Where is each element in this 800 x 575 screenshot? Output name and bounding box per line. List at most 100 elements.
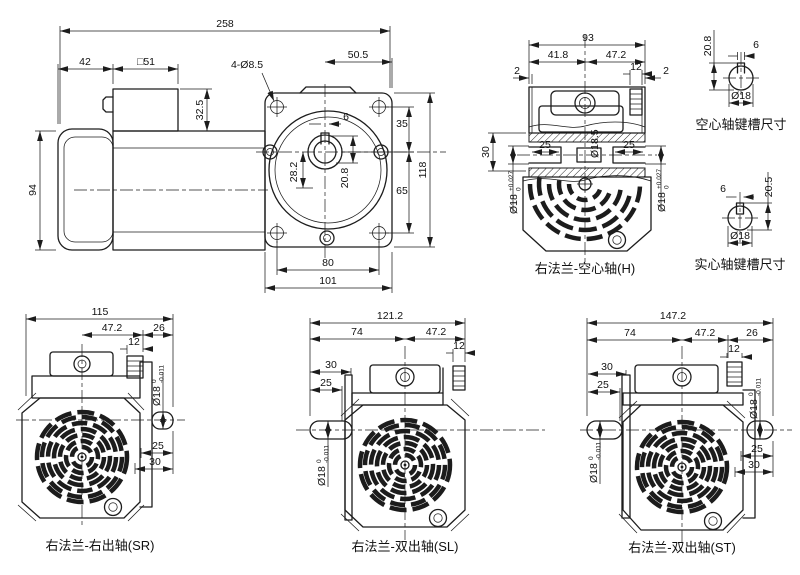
dim-sr-shaft-dia: Ø18 0 -0.011 — [151, 365, 166, 406]
fan-cover-outline — [522, 176, 652, 252]
caption-hview: 右法兰-空心轴(H) — [535, 261, 635, 276]
dim-half-right: 50.5 — [348, 49, 369, 61]
dim-sr-hub: 12 — [128, 336, 140, 348]
svg-text:-0.011: -0.011 — [159, 365, 166, 383]
dim-keyway-width: 6 — [343, 111, 349, 123]
dim-down: 65 — [396, 185, 408, 197]
dim-h-right: 47.2 — [606, 49, 627, 61]
dim-st-r25: 25 — [751, 443, 763, 455]
svg-text:+0.027: +0.027 — [656, 169, 663, 189]
hatch-section-top — [528, 132, 646, 143]
dim-sr-b: 26 — [153, 322, 165, 334]
dim-h-t-left: 2 — [514, 65, 520, 77]
dim-h-left: 41.8 — [548, 49, 569, 61]
svg-text:Ø18: Ø18 — [508, 194, 520, 214]
caption-keyway-solid: 实心轴键槽尺寸 — [694, 257, 785, 272]
dim-st-b: 47.2 — [695, 327, 716, 339]
svg-text:0: 0 — [748, 392, 755, 396]
svg-text:0: 0 — [664, 185, 671, 189]
dim-h-t-right: 2 — [663, 65, 669, 77]
dim-st-overall: 147.2 — [660, 310, 686, 322]
dim-bolt-span: 80 — [322, 257, 334, 269]
dim-sl-25: 25 — [320, 377, 332, 389]
corner-bolt-holes — [267, 97, 389, 243]
svg-text:-0.011: -0.011 — [596, 442, 603, 460]
dim-st-shaft-dia-right: Ø18 0 -0.011 — [748, 378, 763, 419]
dim-terminal-box: □51 — [137, 56, 155, 68]
dim-sl-30: 30 — [325, 359, 337, 371]
svg-text:-0.011: -0.011 — [324, 445, 331, 463]
dim-h-section-height: 30 — [480, 146, 492, 158]
dim-st-l30: 30 — [601, 361, 613, 373]
caption-st: 右法兰-双出轴(ST) — [628, 540, 736, 555]
dim-st-r30: 30 — [748, 459, 760, 471]
dim-sr-30: 30 — [149, 456, 161, 468]
dim-st-shaft-dia-left: Ø18 0 -0.011 — [588, 442, 603, 483]
dim-st-a: 74 — [624, 327, 636, 339]
dim-c1: 28.2 — [288, 162, 300, 183]
dim-st-l25: 25 — [597, 379, 609, 391]
dim-width: 101 — [319, 275, 337, 287]
dim-h-bore-center: Ø18.5 — [589, 129, 601, 158]
dim-sl-hub: 12 — [453, 340, 465, 352]
svg-text:0: 0 — [516, 187, 523, 191]
view-front-flange: 4-Ø8.5 50.5 6 28.2 20.8 35 65 118 80 101 — [231, 49, 446, 293]
dim-sl-overall: 121.2 — [377, 310, 403, 322]
dim-keyh-width: 6 — [753, 39, 759, 51]
dim-h-bore-dia-left: Ø18 +0.027 0 — [508, 171, 523, 214]
dim-keys-width: 6 — [720, 183, 726, 195]
dim-sl-shaft-dia: Ø18 0 -0.011 — [316, 445, 331, 486]
dim-h-overall: 93 — [582, 32, 594, 44]
hatch-section-bottom — [528, 167, 646, 178]
dim-sr-a: 47.2 — [102, 322, 123, 334]
dim-st-hub: 12 — [728, 343, 740, 355]
dim-sl-b: 47.2 — [426, 326, 447, 338]
dim-sl-a: 74 — [351, 326, 363, 338]
fan-grille-h — [527, 176, 643, 242]
svg-text:+0.027: +0.027 — [508, 171, 515, 191]
svg-text:-0.011: -0.011 — [756, 378, 763, 396]
svg-text:Ø18: Ø18 — [748, 399, 760, 419]
dim-corner-holes: 4-Ø8.5 — [231, 59, 263, 71]
svg-text:Ø18: Ø18 — [588, 463, 600, 483]
fan-cover-outline — [21, 397, 141, 519]
dim-st-c: 26 — [746, 327, 758, 339]
view-keyway-solid: 6 20.5 Ø18 实心轴键槽尺寸 — [694, 172, 786, 272]
svg-text:Ø18: Ø18 — [151, 386, 163, 406]
svg-text:0: 0 — [316, 459, 323, 463]
view-sr: 115 47.2 26 12 Ø18 0 -0.011 25 30 右法兰-右出… — [16, 306, 185, 553]
dim-keys-height: 20.5 — [763, 177, 775, 198]
svg-text:Ø18: Ø18 — [656, 192, 668, 212]
dim-overall-length: 258 — [216, 18, 234, 30]
view-st: 147.2 74 47.2 26 12 30 25 Ø18 0 -0.011 Ø… — [580, 310, 792, 555]
dim-c2: 20.8 — [339, 168, 351, 189]
dim-keyh-height: 20.8 — [702, 36, 714, 57]
caption-sr: 右法兰-右出轴(SR) — [45, 538, 154, 553]
dim-h-bore1: 25 — [539, 139, 551, 151]
view-keyway-hollow: 20.8 6 Ø18 空心轴键槽尺寸 — [695, 30, 787, 132]
view-sl: 121.2 74 47.2 12 30 25 Ø18 0 -0.011 右法兰-… — [296, 310, 545, 554]
view-right-flange-hollow-shaft: 93 41.8 47.2 2 12 2 30 25 25 Ø18.5 Ø18 +… — [480, 32, 671, 276]
dim-keyh-dia: Ø18 — [731, 90, 751, 102]
dim-sr-overall: 115 — [92, 306, 109, 318]
view-side-profile: 258 42 □51 32.5 94 — [27, 18, 391, 251]
caption-sl: 右法兰-双出轴(SL) — [352, 539, 459, 554]
dim-box-height: 32.5 — [194, 100, 206, 121]
dim-height: 118 — [417, 161, 429, 178]
dim-up: 35 — [396, 118, 408, 130]
caption-keyway-hollow: 空心轴键槽尺寸 — [695, 117, 786, 132]
dim-motor-dia: 94 — [27, 184, 39, 196]
dim-keys-dia: Ø18 — [730, 230, 750, 242]
dim-h-bore-dia-right: Ø18 +0.027 0 — [656, 169, 671, 212]
dim-seg-42: 42 — [79, 56, 91, 68]
dim-h-hub: 12 — [630, 61, 642, 73]
fan-grille-st — [634, 419, 730, 515]
svg-text:0: 0 — [588, 456, 595, 460]
svg-text:Ø18: Ø18 — [316, 466, 328, 486]
fan-cover-outline — [344, 404, 466, 528]
dim-h-bore2: 25 — [623, 139, 635, 151]
fan-cover-outline — [622, 404, 744, 531]
fan-grille-sl — [357, 417, 453, 513]
